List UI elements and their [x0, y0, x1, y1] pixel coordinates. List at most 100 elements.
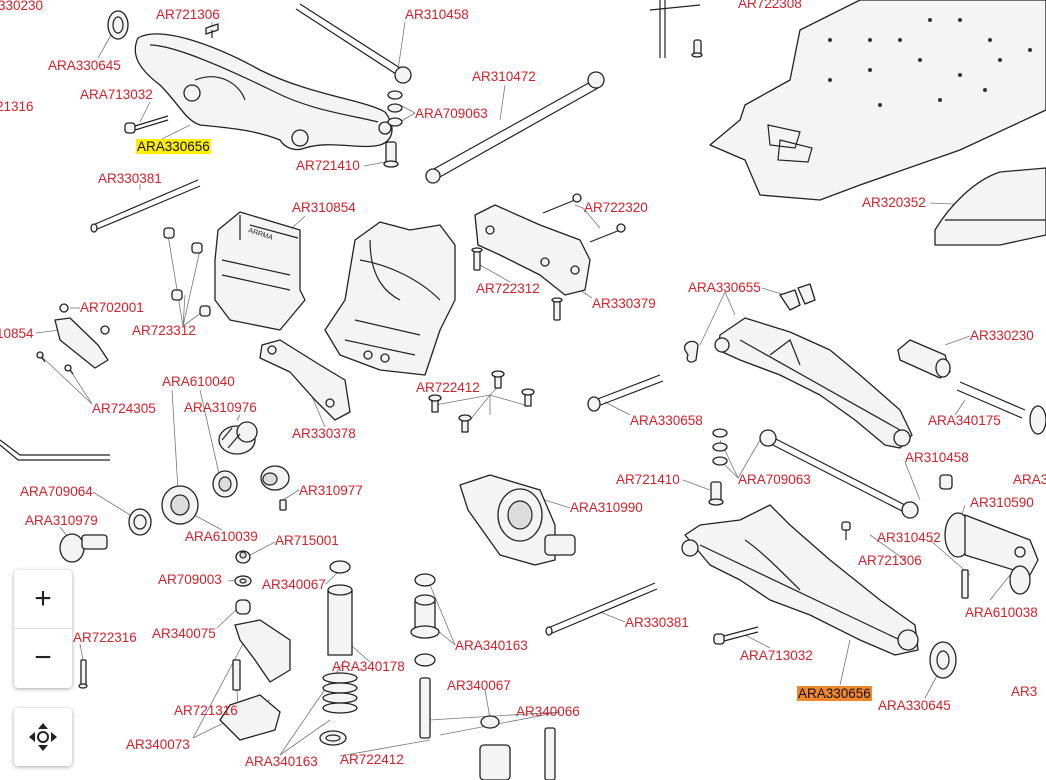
shock-cap-ara340163	[410, 573, 440, 639]
washer-ara330645-right	[929, 641, 957, 679]
pin-ar722316	[78, 659, 88, 689]
driveshaft-ar310458-top	[295, 3, 412, 84]
part-label-ara3[interactable]: ARA3	[1013, 472, 1046, 487]
part-label-ara310979[interactable]: ARA310979	[25, 513, 98, 528]
part-label-ara610040[interactable]: ARA610040	[162, 374, 235, 389]
part-label-ar340066[interactable]: AR340066	[516, 704, 580, 719]
washer-ara709064	[128, 508, 152, 536]
bearing-ara610039	[161, 485, 199, 525]
part-label-ar722308[interactable]: AR722308	[738, 0, 802, 11]
part-label-ar702001[interactable]: AR702001	[80, 300, 144, 315]
part-label-ara340163-bottom[interactable]: ARA340163	[245, 754, 318, 769]
screws-ar722412-mid	[428, 370, 535, 433]
brace-ar330379	[474, 204, 591, 296]
part-label-ara310990[interactable]: ARA310990	[570, 500, 643, 515]
part-label-ar709003[interactable]: AR709003	[158, 572, 222, 587]
part-label-ara610038[interactable]: ARA610038	[965, 605, 1038, 620]
diff-cup-ara310976	[218, 421, 258, 455]
part-label-ar721316[interactable]: AR721316	[174, 703, 238, 718]
part-label-ar724305[interactable]: AR724305	[92, 401, 156, 416]
screw-ar721306-right	[841, 521, 851, 540]
part-label-ara330655[interactable]: ARA330655	[688, 280, 761, 295]
bushing-ar340075	[235, 599, 251, 615]
part-label-10854[interactable]: 10854	[0, 326, 34, 341]
pin-ar721410-right	[708, 481, 724, 506]
part-label-ara330656-highlight-orange[interactable]: ARA330656	[797, 686, 872, 701]
part-label-ar310472[interactable]: AR310472	[472, 69, 536, 84]
part-label-ar320352[interactable]: AR320352	[862, 195, 926, 210]
part-label-ar721410[interactable]: AR721410	[296, 158, 360, 173]
suspension-arm-ara330655	[714, 317, 913, 449]
part-label-ar721306-right[interactable]: AR721306	[858, 553, 922, 568]
washers-ara709063-top	[387, 90, 403, 127]
part-label-ar310458-right[interactable]: AR310458	[905, 450, 969, 465]
part-label-ara330645[interactable]: ARA330645	[48, 58, 121, 73]
screws-ar722320	[542, 193, 626, 243]
part-label-ar3[interactable]: AR3	[1011, 684, 1038, 699]
shock-mount-ar340073	[219, 619, 291, 741]
part-label-21316[interactable]: 21316	[0, 99, 34, 114]
move-arrows-icon	[29, 723, 57, 751]
part-label-ar310452[interactable]: AR310452	[877, 530, 941, 545]
rod-left	[0, 439, 110, 461]
part-label-ar340073[interactable]: AR340073	[126, 737, 190, 752]
outdrive-ar310977	[260, 465, 290, 511]
part-label-ara330658[interactable]: ARA330658	[630, 413, 703, 428]
suspension-arm-ara330656-right	[681, 504, 919, 656]
part-label-ara340178[interactable]: ARA340178	[332, 659, 405, 674]
part-label-ara709063[interactable]: ARA709063	[415, 106, 488, 121]
part-label-ar310590[interactable]: AR310590	[970, 495, 1034, 510]
pin-ar722308	[649, 0, 703, 58]
boot-ar330230	[897, 339, 951, 379]
part-label-ar715001[interactable]: AR715001	[275, 533, 339, 548]
part-label-ar721410-right[interactable]: AR721410	[616, 472, 680, 487]
part-label-ar330381[interactable]: AR330381	[98, 171, 162, 186]
part-label-ara340163[interactable]: ARA340163	[455, 638, 528, 653]
shock-part-ar340066	[479, 727, 556, 780]
part-label-ara709064[interactable]: ARA709064	[20, 484, 93, 499]
part-label-ar310977[interactable]: AR310977	[299, 483, 363, 498]
zoom-in-button[interactable]: +	[14, 570, 72, 629]
part-label-ar310854[interactable]: AR310854	[292, 200, 356, 215]
part-label-ar722312[interactable]: AR722312	[476, 281, 540, 296]
chassis-plate	[709, 0, 1046, 201]
part-label-ar330379[interactable]: AR330379	[592, 296, 656, 311]
pins-ar722312	[471, 247, 563, 321]
part-label-ar330378[interactable]: AR330378	[292, 426, 356, 441]
pan-button[interactable]	[14, 708, 72, 766]
screws-ar723312	[163, 227, 211, 317]
part-label-ara713032-right[interactable]: ARA713032	[740, 648, 813, 663]
hinge-pin-ara330658	[587, 374, 664, 412]
part-label-ar340067-bottom[interactable]: AR340067	[447, 678, 511, 693]
part-label-ar722320[interactable]: AR722320	[584, 200, 648, 215]
part-label-ara310976[interactable]: ARA310976	[184, 400, 257, 415]
part-label-ar722316[interactable]: AR722316	[73, 630, 137, 645]
driveshaft-ar310458-right	[759, 429, 919, 519]
part-label-ara610039[interactable]: ARA610039	[185, 529, 258, 544]
part-label-ara340175[interactable]: ARA340175	[928, 413, 1001, 428]
shock-body-ar340067	[327, 560, 353, 656]
part-label-ar340067[interactable]: AR340067	[262, 577, 326, 592]
part-label-ara709063-right[interactable]: ARA709063	[738, 472, 811, 487]
gearbox-cover-ar310854: ARRMA	[214, 211, 306, 331]
part-label-330230[interactable]: 330230	[0, 0, 44, 13]
part-label-ar722412-bottom[interactable]: AR722412	[340, 752, 404, 767]
dogbone-ar310472	[425, 71, 605, 184]
part-label-ar330381-bottom[interactable]: AR330381	[625, 615, 689, 630]
spring-ara340178	[322, 672, 358, 714]
bushing-ara610038	[1009, 565, 1031, 595]
part-label-ara330656-highlight[interactable]: ARA330656	[136, 139, 211, 154]
part-label-ar330230[interactable]: AR330230	[970, 328, 1034, 343]
part-label-ar340075[interactable]: AR340075	[152, 626, 216, 641]
part-label-ar722412[interactable]: AR722412	[416, 380, 480, 395]
part-label-ar723312[interactable]: AR723312	[132, 323, 196, 338]
part-label-ara330645-right[interactable]: ARA330645	[878, 698, 951, 713]
part-label-ar721306[interactable]: AR721306	[156, 7, 220, 22]
leader-lines	[35, 21, 1011, 757]
pin-ara713032-top	[124, 115, 169, 134]
washer-ara340163-bottom	[319, 730, 347, 746]
part-label-ara713032[interactable]: ARA713032	[80, 87, 153, 102]
part-label-ar310458[interactable]: AR310458	[405, 7, 469, 22]
zoom-out-button[interactable]: −	[14, 629, 72, 687]
